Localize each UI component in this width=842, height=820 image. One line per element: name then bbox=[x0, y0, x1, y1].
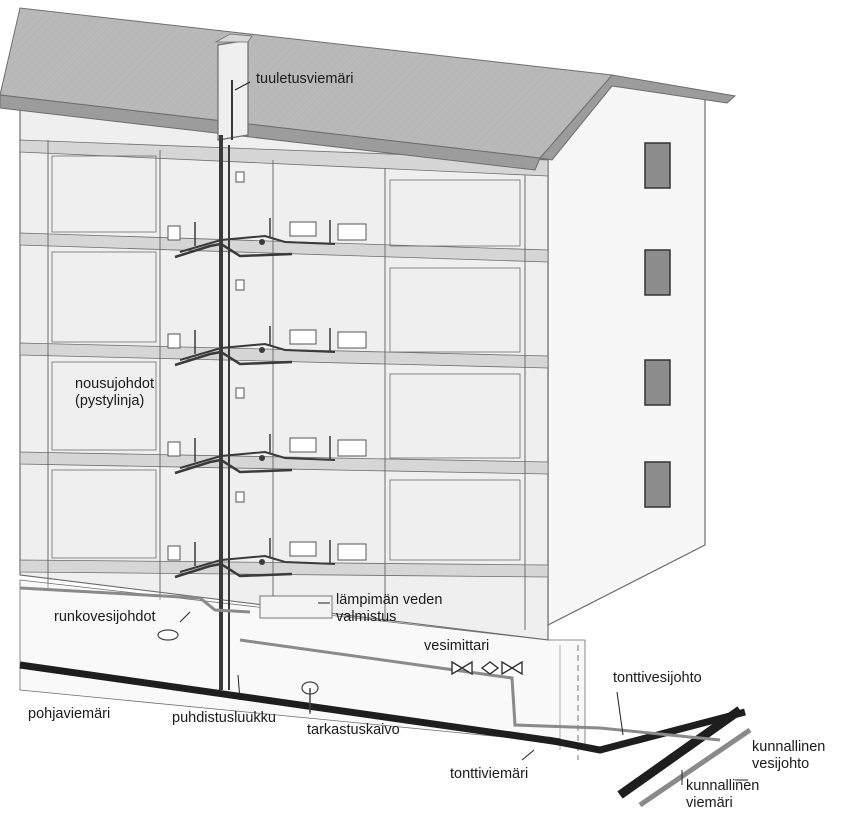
label-nousujohdot: nousujohdot (pystylinja) bbox=[75, 376, 154, 410]
fixture-cluster bbox=[167, 387, 367, 475]
label-vesimittari: vesimittari bbox=[424, 638, 490, 654]
water-meter bbox=[451, 660, 523, 676]
room-panels bbox=[51, 155, 521, 561]
gable-side-wall bbox=[547, 79, 706, 626]
label-lampiman-veden: lämpimän veden valmistus bbox=[336, 592, 442, 626]
label-kunnallinen-viemari: kunnallinen viemäri bbox=[686, 778, 759, 812]
floor-slabs bbox=[19, 139, 549, 578]
runkovesijohdot-pipe bbox=[19, 586, 251, 614]
label-kunnallinen-viemari-line2: viemäri bbox=[686, 795, 733, 811]
label-lampiman-veden-line1: lämpimän veden bbox=[336, 592, 443, 608]
label-nousujohdot-line2: (pystylinja) bbox=[75, 393, 145, 409]
pohjaviemari-pipe bbox=[19, 661, 561, 746]
label-lampiman-veden-line2: valmistus bbox=[336, 609, 397, 625]
label-runkovesijohdot: runkovesijohdot bbox=[54, 609, 156, 625]
roof-eave bbox=[0, 94, 541, 171]
label-kunnallinen-viemari-line1: kunnallinen bbox=[686, 778, 760, 794]
basement bbox=[19, 579, 586, 746]
water-heater-box bbox=[259, 595, 333, 619]
vent-stack-top bbox=[214, 33, 253, 43]
label-tuuletusviemari: tuuletusviemäri bbox=[256, 71, 354, 87]
leader-lines bbox=[179, 81, 748, 785]
label-nousujohdot-line1: nousujohdot bbox=[75, 376, 155, 392]
kunnallinen-viemari-main bbox=[617, 706, 743, 799]
room-dividers bbox=[47, 140, 526, 630]
fixture-cluster bbox=[167, 279, 367, 367]
label-kunnallinen-vesijohto: kunnallinen vesijohto bbox=[752, 739, 825, 773]
roof-hatching bbox=[0, 8, 612, 158]
label-pohjaviemari: pohjaviemäri bbox=[28, 706, 111, 722]
label-kunnallinen-vesijohto-line2: vesijohto bbox=[752, 756, 810, 772]
tonttivesijohto-pipe bbox=[239, 638, 721, 742]
label-puhdistusluukku: puhdistusluukku bbox=[172, 710, 276, 726]
label-tonttivesijohto: tonttivesijohto bbox=[613, 670, 702, 686]
fixture-cluster bbox=[167, 171, 367, 259]
label-kunnallinen-vesijohto-line1: kunnallinen bbox=[752, 739, 826, 755]
label-tarkastuskaivo: tarkastuskaivo bbox=[307, 722, 400, 738]
label-tonttiviemari: tonttiviemäri bbox=[450, 766, 529, 782]
tonttiviemari-pipe bbox=[547, 708, 746, 754]
fixture-cluster bbox=[167, 491, 367, 579]
side-windows bbox=[644, 142, 671, 508]
floor-drain bbox=[157, 629, 179, 641]
floor-fixtures bbox=[167, 171, 367, 579]
kunnallinen-vesijohto-main bbox=[638, 727, 752, 808]
